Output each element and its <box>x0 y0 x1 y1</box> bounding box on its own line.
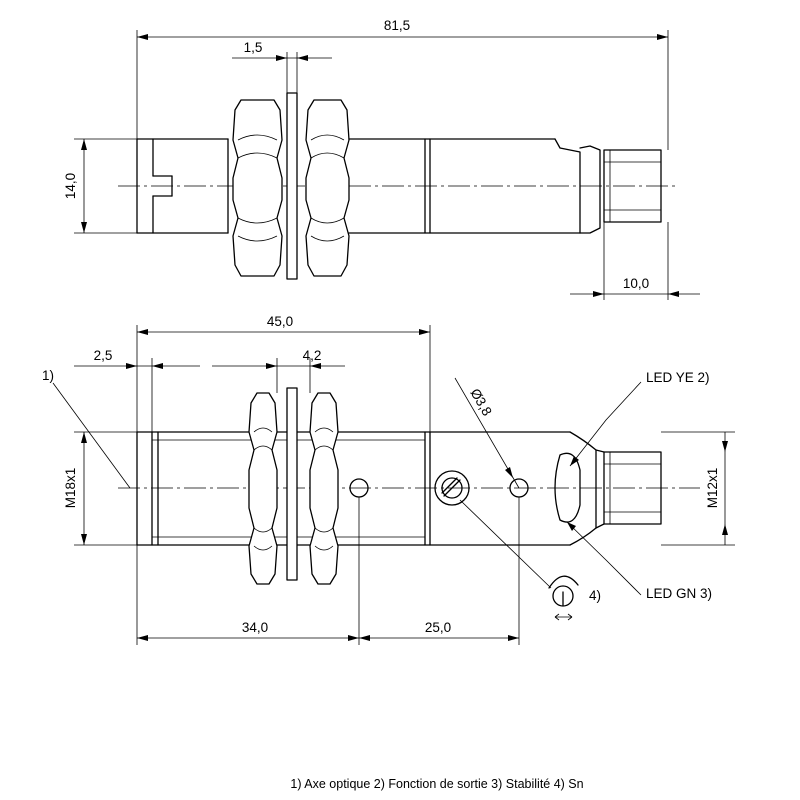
dimension-axis-to-hole: 25,0 <box>359 497 520 645</box>
length-to-thread-end-label: 45,0 <box>267 314 293 329</box>
lock-washer <box>286 92 298 280</box>
washer-thickness-label: 1,5 <box>244 40 263 55</box>
sensitivity-potentiometer <box>434 470 470 506</box>
rotation-arrow-icon <box>548 575 579 589</box>
dimension-thread-offset: 2,5 <box>74 348 200 432</box>
nut-spacing-label: 4,2 <box>303 348 322 363</box>
hex-nut-left-front <box>248 392 278 585</box>
dimension-connector-length: 10,0 <box>570 222 700 300</box>
led-ye-label: LED YE 2) <box>646 370 710 385</box>
hex-nut-left <box>232 99 283 277</box>
connector-length-label: 10,0 <box>623 276 649 291</box>
callout-optical-axis: 1) <box>42 368 131 489</box>
m12-connector-front <box>595 449 662 529</box>
height-label: 14,0 <box>63 173 78 199</box>
front-view: 45,0 2,5 4,2 M18x1 <box>42 314 735 645</box>
callout-1-label: 1) <box>42 368 54 383</box>
dimension-length-to-thread-end: 45,0 <box>136 314 431 432</box>
connector-thread-label: M12x1 <box>705 468 720 509</box>
thread-offset-label: 2,5 <box>94 348 113 363</box>
sensor-body-front <box>136 431 597 546</box>
axis-to-hole-label: 25,0 <box>425 620 451 635</box>
hex-nut-right-front <box>309 392 339 585</box>
dimension-overall-length: 81,5 <box>136 18 669 150</box>
callout-led-ye: LED YE 2) <box>569 370 710 467</box>
legend-text: 1) Axe optique 2) Fonction de sortie 3) … <box>290 777 583 791</box>
dimension-washer-thickness: 1,5 <box>232 40 332 93</box>
thread-label: M18x1 <box>63 468 78 509</box>
dimension-thread: M18x1 <box>63 431 137 546</box>
dimension-nut-spacing: 4,2 <box>212 348 345 393</box>
dimension-connector-thread: M12x1 <box>661 431 735 546</box>
dimension-distance-to-optical-axis: 34,0 <box>136 497 360 645</box>
led-gn-label: LED GN 3) <box>646 586 712 601</box>
dimension-height: 14,0 <box>63 138 137 234</box>
led-window <box>554 452 581 523</box>
sensor-body-top <box>227 138 601 234</box>
potentiometer-symbol-icon <box>552 585 574 607</box>
m12-connector-top <box>603 149 662 223</box>
sensor-front-face <box>136 138 229 234</box>
distance-to-optical-axis-label: 34,0 <box>242 620 268 635</box>
top-view: 81,5 1,5 14,0 10,0 <box>63 18 700 300</box>
dimension-hole-diameter: Ø 3,8 <box>454 377 520 489</box>
lock-washer-front <box>286 387 298 581</box>
overall-length-label: 81,5 <box>384 18 410 33</box>
callout-potentiometer: 4) <box>459 499 601 621</box>
hex-nut-right <box>305 99 350 277</box>
pot-callout-label: 4) <box>589 588 601 603</box>
callout-led-gn: LED GN 3) <box>566 521 712 601</box>
